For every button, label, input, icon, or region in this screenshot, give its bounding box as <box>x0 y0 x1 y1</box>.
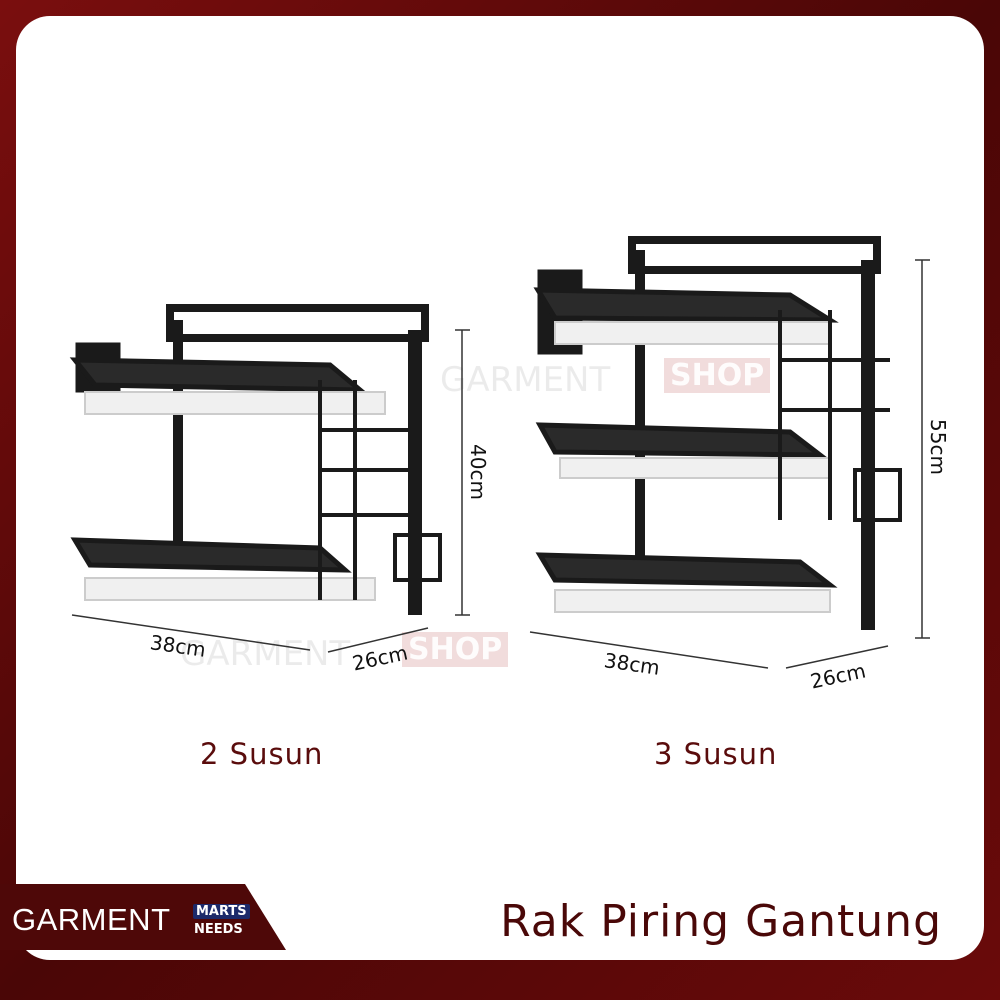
watermark-text: GARMENT <box>440 360 611 400</box>
rack-2-height: 40cm <box>465 444 490 500</box>
watermark-text: GARMENT <box>180 634 351 674</box>
rack-3-tier-image <box>533 236 902 630</box>
rack-2-tier-image <box>69 304 442 615</box>
product-title: Rak Piring Gantung <box>500 896 942 947</box>
brand-logo-subtext: NEEDS <box>194 922 243 937</box>
variant-label-3-tier: 3 Susun <box>654 737 778 771</box>
brand-logo-text: GARMENT <box>12 902 171 937</box>
brand-logo-badge: MARTS <box>193 904 250 919</box>
rack-3-height: 55cm <box>925 419 950 475</box>
watermark-badge: SHOP <box>402 632 509 667</box>
watermark-badge: SHOP <box>664 358 771 393</box>
variant-label-2-tier: 2 Susun <box>200 737 324 771</box>
dimension-lines <box>71 259 930 669</box>
